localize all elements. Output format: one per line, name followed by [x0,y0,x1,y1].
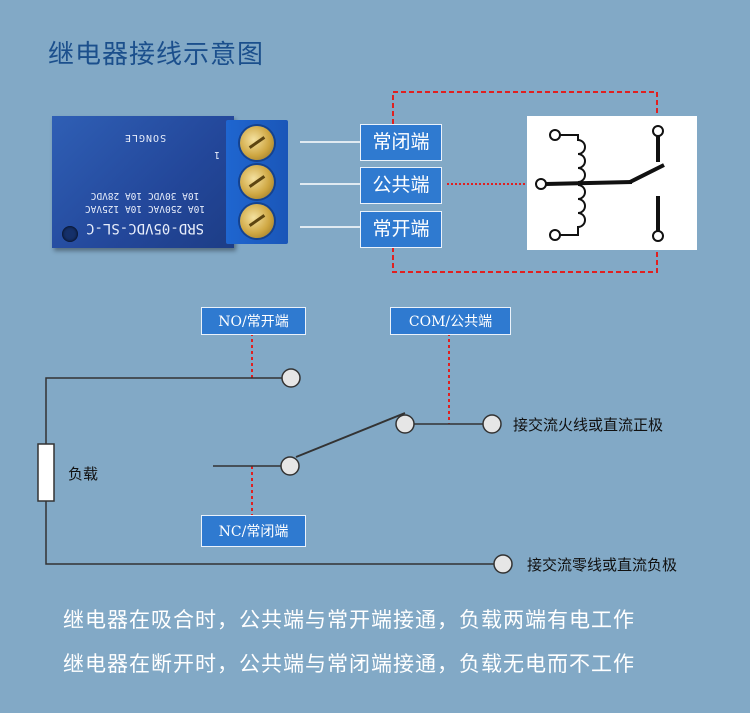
relay-mount-hole [62,226,78,242]
terminal-screw-com [240,165,274,199]
terminal-label-nc: 常闭端 [360,124,442,161]
dashed-bottom [392,247,658,273]
relay-module-image [52,116,234,248]
relay-symbol [535,125,665,242]
caption-open: 继电器在断开时，公共端与常闭端接通，负载无电而不工作 [63,652,635,676]
live-wire-label: 接交流火线或直流正极 [513,416,664,434]
nc-label: NC/常闭端 [201,515,306,547]
neutral-wire-label: 接交流零线或直流负极 [527,556,678,574]
page-title: 继电器接线示意图 [48,40,265,70]
relay-terminal-block [226,120,288,244]
switch-circuit [37,333,513,574]
load-label: 负载 [68,465,99,483]
no-label: NO/常开端 [201,307,306,335]
terminal-screw-no [240,204,274,238]
dashed-top [392,91,658,124]
com-label: COM/公共端 [390,307,511,335]
terminal-label-com: 公共端 [360,167,442,204]
terminal-label-no: 常开端 [360,211,442,248]
caption-closed: 继电器在吸合时，公共端与常开端接通，负载两端有电工作 [63,608,635,632]
terminal-screw-nc [240,126,274,160]
